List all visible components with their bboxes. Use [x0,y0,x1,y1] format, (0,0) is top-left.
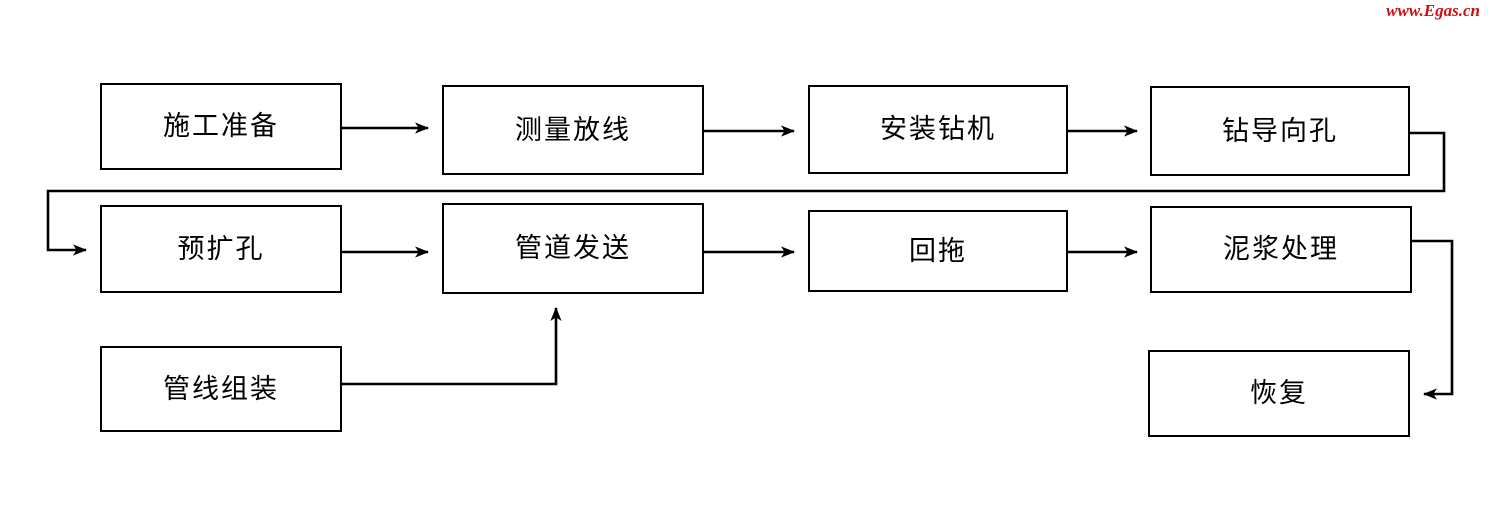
node-nijiang-chuli[interactable]: 泥浆处理 [1150,206,1412,293]
node-guanxian-zuzhuang[interactable]: 管线组装 [100,346,342,432]
node-label: 回拖 [909,235,967,266]
node-label: 预扩孔 [177,233,265,264]
watermark-text: www.Egas.cn [1386,1,1480,20]
node-guandao-fasong[interactable]: 管道发送 [442,203,704,294]
node-label: 泥浆处理 [1223,234,1339,264]
node-label: 测量放线 [515,114,631,145]
node-label: 管线组装 [163,373,279,404]
node-huituo[interactable]: 回拖 [808,210,1068,292]
node-zuan-daoxiangkong[interactable]: 钻导向孔 [1150,86,1410,176]
node-anzhuang-zuanji[interactable]: 安装钻机 [808,85,1068,174]
node-label: 恢复 [1250,378,1308,408]
edge-guanxianzuzhuang-to-guandaofasong [342,307,562,386]
node-label: 钻导向孔 [1222,115,1338,146]
node-shigong-zhunbei[interactable]: 施工准备 [100,83,342,170]
node-label: 管道发送 [515,233,631,263]
node-yukuokong[interactable]: 预扩孔 [100,205,342,293]
node-label: 安装钻机 [880,114,996,144]
node-label: 施工准备 [163,111,279,141]
node-celiang-fangxian[interactable]: 测量放线 [442,85,704,175]
node-huifu[interactable]: 恢复 [1148,350,1410,437]
edge-nijiangchuli-to-huifu [1412,239,1454,400]
